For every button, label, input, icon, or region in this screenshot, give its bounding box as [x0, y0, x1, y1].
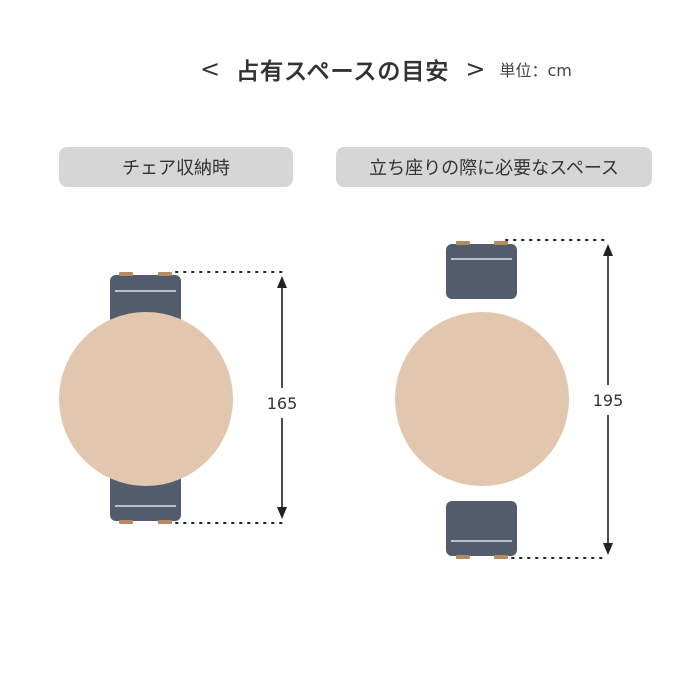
- chair-foot: [456, 241, 470, 245]
- chair-foot: [119, 520, 133, 524]
- right-top-chair: [446, 241, 517, 299]
- chair-foot: [119, 272, 133, 276]
- title-text: 占有スペースの目安: [236, 59, 450, 85]
- right-layout: 195: [395, 239, 624, 559]
- chair-seat: [446, 244, 517, 299]
- dimension-value-left: 165: [267, 394, 298, 413]
- page-title: < 占有スペースの目安 > 単位：cm: [200, 52, 572, 86]
- label-chair-stored: チェア収納時: [59, 147, 293, 187]
- dimension-arrow-left: [277, 276, 287, 519]
- round-table: [395, 312, 569, 486]
- chair-foot: [494, 555, 508, 559]
- title-left-bracket: <: [200, 55, 221, 83]
- left-layout: 165: [59, 271, 298, 524]
- chair-foot: [456, 555, 470, 559]
- chair-seat: [446, 501, 517, 556]
- chair-foot: [158, 272, 172, 276]
- right-bottom-chair: [446, 501, 517, 559]
- chair-foot: [158, 520, 172, 524]
- round-table: [59, 312, 233, 486]
- chair-foot: [494, 241, 508, 245]
- label-standing-space: 立ち座りの際に必要なスペース: [336, 147, 652, 187]
- dimension-value-right: 195: [593, 391, 624, 410]
- dimension-arrow-right: [603, 244, 613, 555]
- title-right-bracket: >: [465, 55, 486, 83]
- unit-label: 単位：cm: [499, 61, 572, 80]
